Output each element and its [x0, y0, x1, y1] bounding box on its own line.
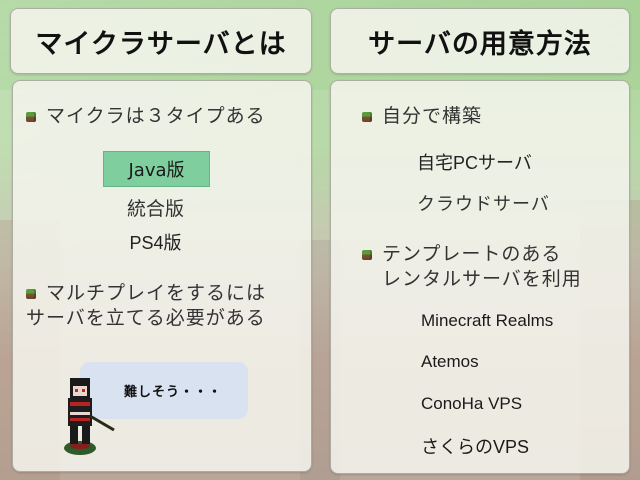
- speech-bubble: 難しそう・・・: [80, 362, 248, 419]
- grass-block-bullet-icon: [26, 289, 36, 299]
- edition-ps4: PS4版: [129, 233, 182, 253]
- bullet-text-line1: テンプレートのある: [382, 243, 562, 265]
- right-body-panel: [330, 80, 630, 474]
- left-title: マイクラサーバとは: [35, 28, 287, 60]
- right-title: サーバの用意方法: [368, 28, 592, 60]
- bullet-text: 自分で構築: [382, 105, 483, 127]
- left-title-panel: マイクラサーバとは: [10, 8, 312, 74]
- option-sakura-vps: さくらのVPS: [421, 437, 530, 457]
- speech-text: 難しそう・・・: [124, 385, 223, 400]
- edition-java: Java版: [128, 160, 185, 181]
- option-cloud-server: クラウドサーバ: [417, 194, 550, 214]
- bullet-text-line2: サーバを立てる必要がある: [26, 307, 266, 329]
- option-minecraft-realms: Minecraft Realms: [421, 311, 554, 330]
- bullet-text: マイクラは３タイプある: [46, 105, 266, 127]
- bullet-text-line2: レンタルサーバを利用: [382, 268, 582, 290]
- bullet-self-build: 自分で構築: [362, 104, 482, 129]
- bullet-three-types: マイクラは３タイプある: [26, 104, 266, 129]
- option-atemos: Atemos: [421, 352, 479, 371]
- bullet-text-line1: マルチプレイをするには: [46, 282, 267, 304]
- option-home-pc-server: 自宅PCサーバ: [417, 153, 532, 173]
- grass-block-bullet-icon: [26, 112, 36, 122]
- right-title-panel: サーバの用意方法: [330, 8, 630, 74]
- edition-bedrock: 統合版: [126, 199, 184, 220]
- option-conoha-vps: ConoHa VPS: [421, 394, 523, 413]
- grass-block-bullet-icon: [362, 112, 372, 122]
- grass-block-bullet-icon: [362, 250, 372, 260]
- bullet-multiplay: マルチプレイをするには サーバを立てる必要がある: [26, 281, 266, 331]
- edition-java-highlight: Java版: [103, 151, 210, 187]
- bullet-rental-server: テンプレートのある レンタルサーバを利用: [362, 242, 582, 292]
- minecraft-character-icon: [64, 378, 115, 455]
